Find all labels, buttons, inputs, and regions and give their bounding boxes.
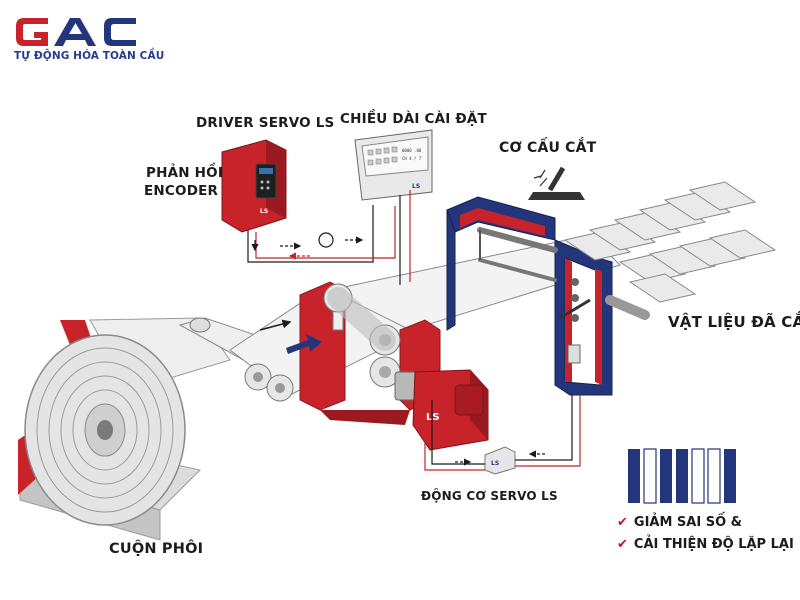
cut-material [563, 181, 777, 320]
feed-roller-frame [299, 281, 441, 425]
accuracy-bars-icon [628, 448, 736, 504]
panel-ls-label: LS [412, 183, 420, 190]
coil-label: CUỘN PHÔI [109, 541, 204, 557]
panel-line-2: CH 4 / 7 [402, 156, 422, 161]
encoder-ls-label: LS [491, 460, 499, 467]
servo-motor-label: ĐỘNG CƠ SERVO LS [421, 489, 558, 503]
feedback-label-line1: PHẢN HỒI [146, 165, 224, 181]
guide-rollers [189, 317, 294, 402]
driver-ls-label: LS [260, 208, 268, 215]
gac-logo [16, 18, 136, 46]
feedback-label-line2: ENCODER [144, 183, 219, 199]
cutter-frame [446, 196, 613, 396]
benefit-text-2: CẢI THIỆN ĐỘ LẶP LẠI [633, 537, 794, 552]
setting-length-label: CHIỀU DÀI CÀI ĐẶT [340, 111, 487, 127]
cut-material-label: VẬT LIỆU ĐÃ CẮT [668, 313, 800, 331]
panel-line-1: 0000 .00 [402, 148, 422, 153]
setting-panel: 0000 .00 CH 4 / 7 LS [354, 129, 433, 201]
checkmark-icon: ✔ [617, 537, 628, 552]
motor-ls-label: LS [426, 412, 440, 423]
driver-servo-label: DRIVER SERVO LS [196, 115, 335, 131]
checkmark-icon: ✔ [617, 515, 628, 530]
benefit-item-2: ✔ CẢI THIỆN ĐỘ LẶP LẠI [617, 537, 794, 552]
encoder-box-bottom: LS [484, 446, 516, 475]
cutter-blade-icon [528, 166, 585, 200]
benefit-item-1: ✔ GIẢM SAI SỐ & [617, 515, 742, 530]
driver-servo-unit: LS [221, 139, 287, 233]
coil-roll [24, 317, 231, 526]
cutter-label: CƠ CẤU CẮT [499, 140, 597, 156]
logo-tagline: TỰ ĐỘNG HÓA TOÀN CẦU [14, 50, 165, 62]
signal-wiring [247, 190, 581, 471]
benefit-text-1: GIẢM SAI SỐ & [633, 515, 743, 530]
feed-arrows [259, 319, 322, 354]
